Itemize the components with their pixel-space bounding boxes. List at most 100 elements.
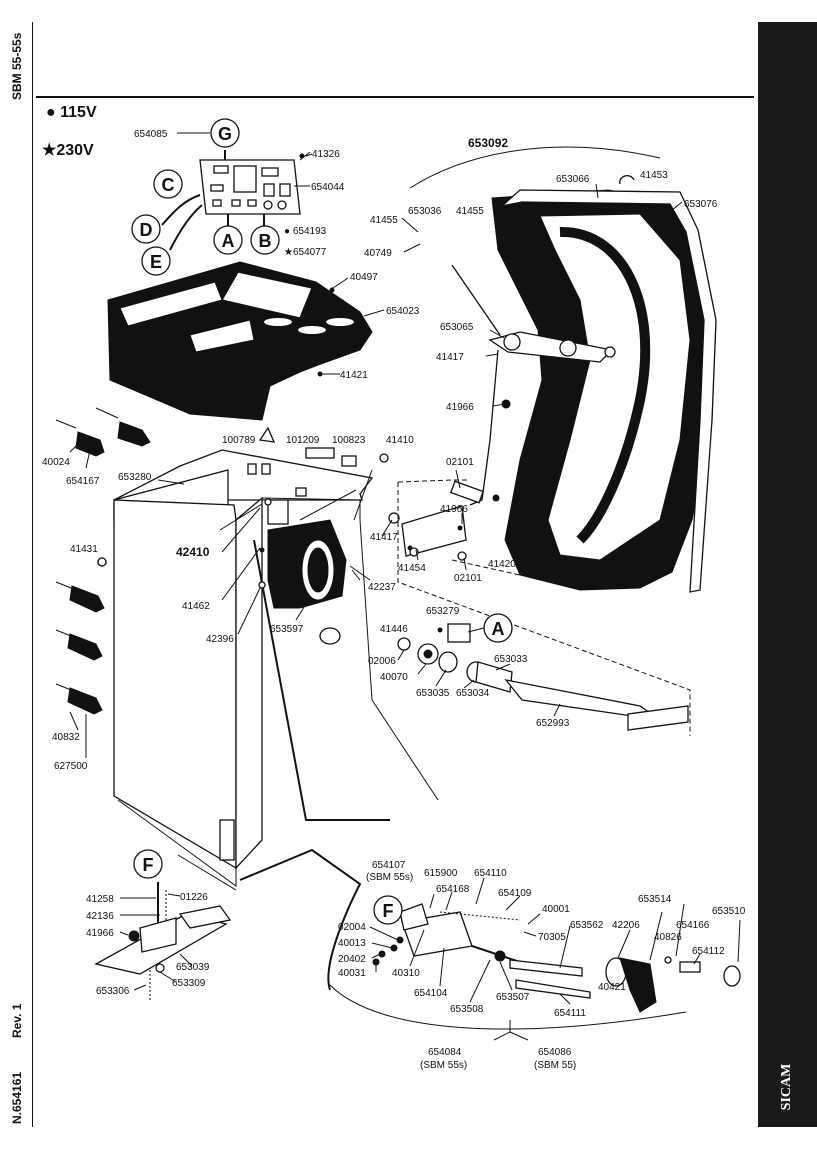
dot-icon: ● — [46, 104, 56, 121]
part-654086-variant: (SBM 55) — [534, 1060, 576, 1071]
part-20402: 20402 — [338, 954, 366, 965]
left-margin-line — [32, 22, 33, 1127]
part-653510: 653510 — [712, 906, 746, 917]
part-627500: 627500 — [54, 761, 88, 772]
legend-230v: ★230V — [42, 142, 94, 159]
svg-text:B: B — [259, 231, 272, 251]
part-41966-a: 41966 — [446, 402, 474, 413]
exploded-parts-diagram: G C D E A B A F F 654085 41326 654044 ● … — [42, 118, 746, 1071]
part-41258: 41258 — [86, 894, 114, 905]
part-40001: 40001 — [542, 904, 570, 915]
sicam-logo-icon: SICAM — [779, 1064, 794, 1111]
part-654166: 654166 — [676, 920, 710, 931]
part-42396: 42396 — [206, 634, 234, 645]
part-41462: 41462 — [182, 601, 210, 612]
part-70305: 70305 — [538, 932, 566, 943]
bumpers-left — [55, 557, 107, 715]
part-653039: 653039 — [176, 962, 210, 973]
part-41455-b: 41455 — [456, 206, 484, 217]
part-02101-b: 02101 — [454, 573, 482, 584]
part-653076: 653076 — [684, 199, 718, 210]
part-40013: 40013 — [338, 938, 366, 949]
svg-text:G: G — [218, 124, 232, 144]
cabinet — [97, 426, 439, 891]
part-654107-variant: (SBM 55s) — [366, 872, 413, 883]
part-41417-a: 41417 — [436, 352, 464, 363]
part-654112: 654112 — [692, 946, 725, 957]
svg-text:E: E — [150, 252, 162, 272]
part-42410: 42410 — [176, 545, 210, 559]
callout-a-top: A — [213, 225, 243, 255]
pedal-assembly — [94, 882, 232, 1000]
part-40024: 40024 — [42, 457, 70, 468]
part-653514: 653514 — [638, 894, 672, 905]
star-icon: ★ — [42, 142, 57, 159]
part-41421: 41421 — [340, 370, 368, 381]
part-41453: 41453 — [640, 170, 668, 181]
part-653309: 653309 — [172, 978, 206, 989]
part-40497: 40497 — [350, 272, 378, 283]
header-rule — [36, 96, 754, 98]
part-101209: 101209 — [286, 435, 320, 446]
part-42206: 42206 — [612, 920, 640, 931]
part-654109: 654109 — [498, 888, 532, 899]
part-40070: 40070 — [380, 672, 408, 683]
part-653280: 653280 — [118, 472, 152, 483]
part-654077: ★654077 — [284, 247, 327, 258]
callout-d: D — [131, 214, 161, 244]
console-cover — [107, 261, 373, 421]
part-40749: 40749 — [364, 248, 392, 259]
svg-text:C: C — [162, 175, 175, 195]
svg-text:D: D — [140, 220, 153, 240]
part-40826: 40826 — [654, 932, 682, 943]
part-653508: 653508 — [450, 1004, 484, 1015]
part-653034: 653034 — [456, 688, 490, 699]
part-100789: 100789 — [222, 435, 256, 446]
svg-text:A: A — [222, 231, 235, 251]
part-654086: 654086 — [538, 1047, 572, 1058]
part-42136: 42136 — [86, 911, 114, 922]
part-02101-a: 02101 — [446, 457, 474, 468]
part-653507: 653507 — [496, 992, 530, 1003]
part-41417-b: 41417 — [370, 532, 398, 543]
part-653597: 653597 — [270, 624, 304, 635]
legend-115v: ● 115V — [46, 104, 97, 121]
part-41966-b: 41966 — [440, 504, 468, 515]
logo-text: SICAM — [779, 1064, 794, 1111]
callout-f-lock: F — [373, 895, 403, 925]
part-40031: 40031 — [338, 968, 366, 979]
callout-a-motor: A — [483, 613, 513, 643]
part-41420: 41420 — [488, 559, 516, 570]
svg-text:F: F — [143, 855, 154, 875]
part-615900: 615900 — [424, 868, 458, 879]
part-653562: 653562 — [570, 920, 604, 931]
part-41966-c: 41966 — [86, 928, 114, 939]
part-653065: 653065 — [440, 322, 474, 333]
part-100823: 100823 — [332, 435, 366, 446]
part-654023: 654023 — [386, 306, 420, 317]
part-41431: 41431 — [70, 544, 98, 555]
part-654110: 654110 — [474, 868, 507, 879]
callout-e: E — [141, 246, 171, 276]
part-02004: 02004 — [338, 922, 366, 933]
part-41455-a: 41455 — [370, 215, 398, 226]
part-40832: 40832 — [52, 732, 80, 743]
callout-b: B — [250, 225, 280, 255]
shaft-assembly — [397, 479, 691, 736]
part-40310: 40310 — [392, 968, 420, 979]
part-41410: 41410 — [386, 435, 414, 446]
part-654168: 654168 — [436, 884, 470, 895]
callout-f-pedal: F — [133, 849, 163, 879]
part-654084-variant: (SBM 55s) — [420, 1060, 467, 1071]
part-654104: 654104 — [414, 988, 448, 999]
part-653279: 653279 — [426, 606, 460, 617]
part-654193: ● 654193 — [284, 226, 327, 237]
svg-text:F: F — [383, 901, 394, 921]
part-653306: 653306 — [96, 986, 130, 997]
part-654167: 654167 — [66, 476, 100, 487]
side-bar — [758, 22, 817, 1127]
part-653033: 653033 — [494, 654, 528, 665]
control-panel — [161, 150, 311, 251]
part-40421: 40421 — [598, 982, 626, 993]
part-654111: 654111 — [554, 1008, 586, 1019]
